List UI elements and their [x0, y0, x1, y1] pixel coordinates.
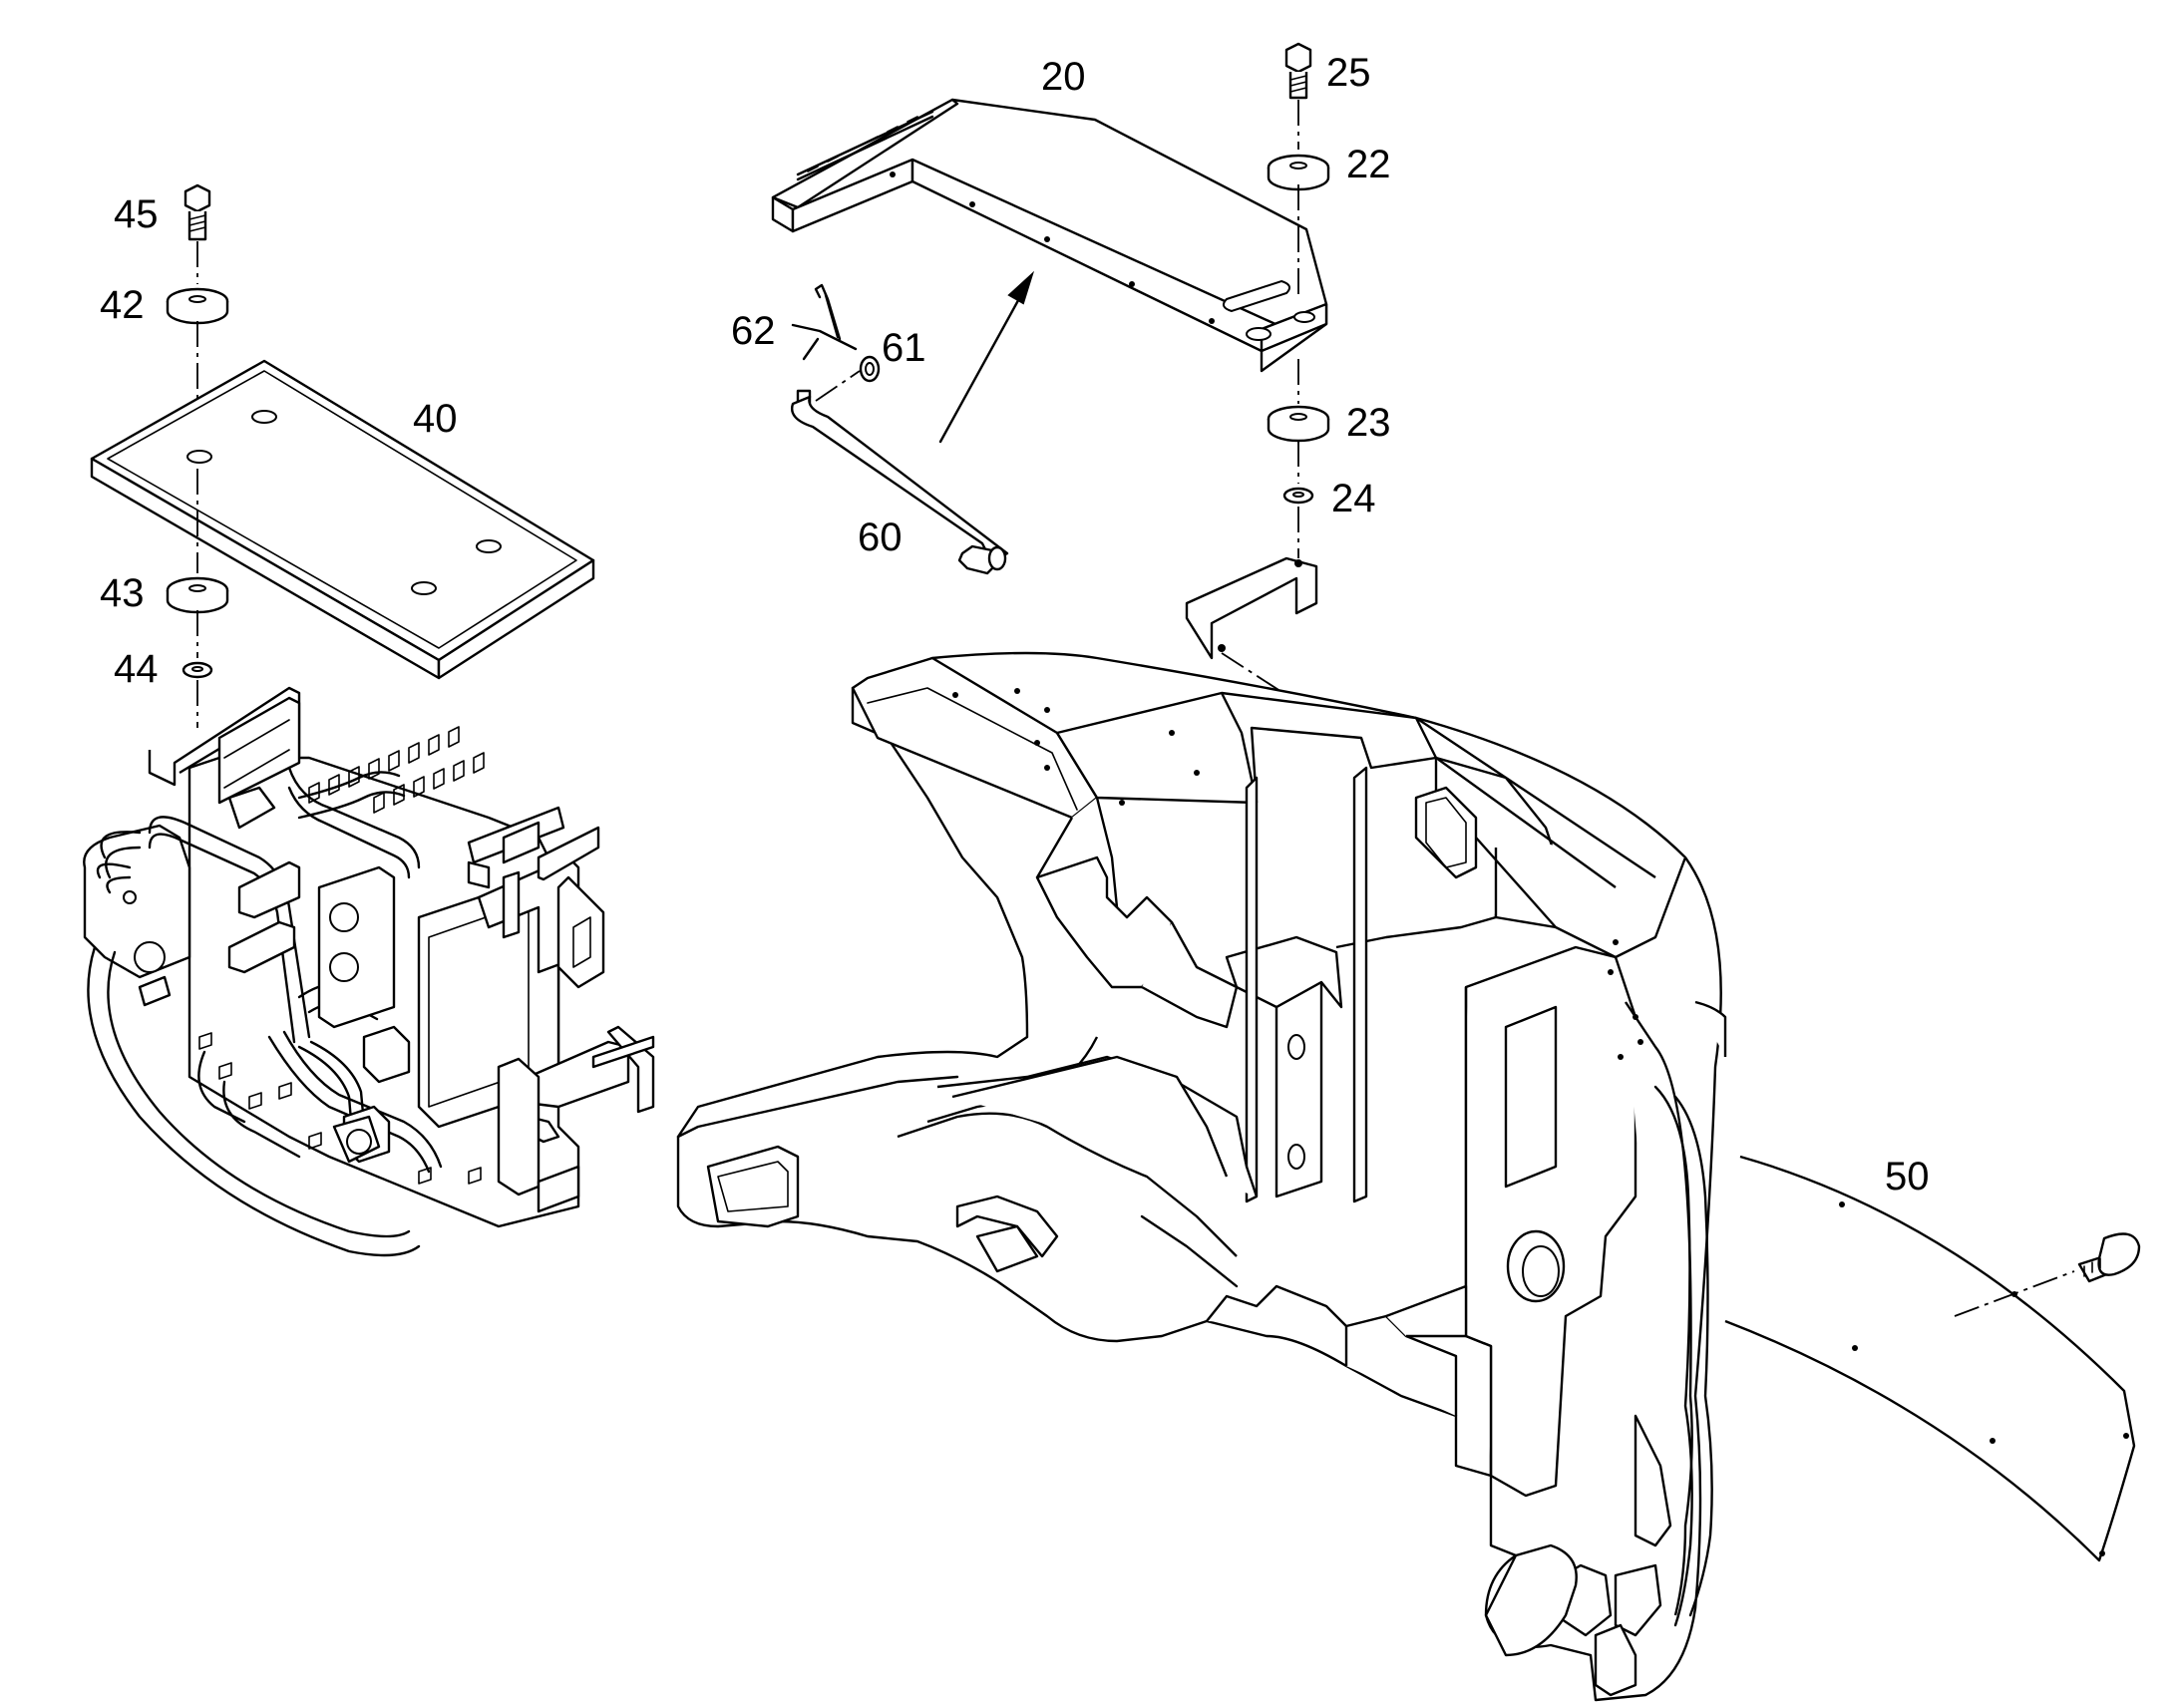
washer-23 [1267, 405, 1330, 443]
pin-62 [791, 283, 858, 361]
washer-43 [166, 576, 229, 614]
lock-washer-44 [182, 661, 213, 679]
callout-50: 50 [1885, 1155, 1930, 1198]
bracket-right [1185, 556, 1318, 660]
callout-24: 24 [1331, 477, 1376, 520]
rod-60 [791, 389, 1009, 575]
callout-43: 43 [100, 571, 145, 615]
bolt-25 [1284, 42, 1312, 100]
curved-panel-50 [1724, 1155, 2136, 1562]
callout-20: 20 [1041, 55, 1086, 99]
bolt-50 [2077, 1232, 2141, 1283]
bolt-45 [183, 183, 211, 241]
callout-25: 25 [1326, 51, 1371, 95]
callout-62: 62 [731, 309, 776, 353]
washer-22 [1267, 154, 1330, 191]
cover-panel-20 [771, 98, 1328, 373]
callout-42: 42 [100, 283, 145, 327]
main-housing [676, 651, 1727, 1702]
washer-61 [859, 355, 881, 383]
callout-45: 45 [114, 192, 159, 236]
callout-61: 61 [882, 326, 926, 370]
valve-block-assembly [83, 686, 655, 1257]
callout-60: 60 [858, 515, 903, 559]
washer-42 [166, 287, 229, 325]
callout-22: 22 [1346, 143, 1391, 186]
lock-washer-24 [1282, 487, 1314, 505]
callout-40: 40 [413, 397, 458, 441]
callout-23: 23 [1346, 401, 1391, 445]
direction-arrow [938, 270, 1035, 444]
callout-44: 44 [114, 647, 159, 691]
plate-40 [90, 359, 595, 680]
